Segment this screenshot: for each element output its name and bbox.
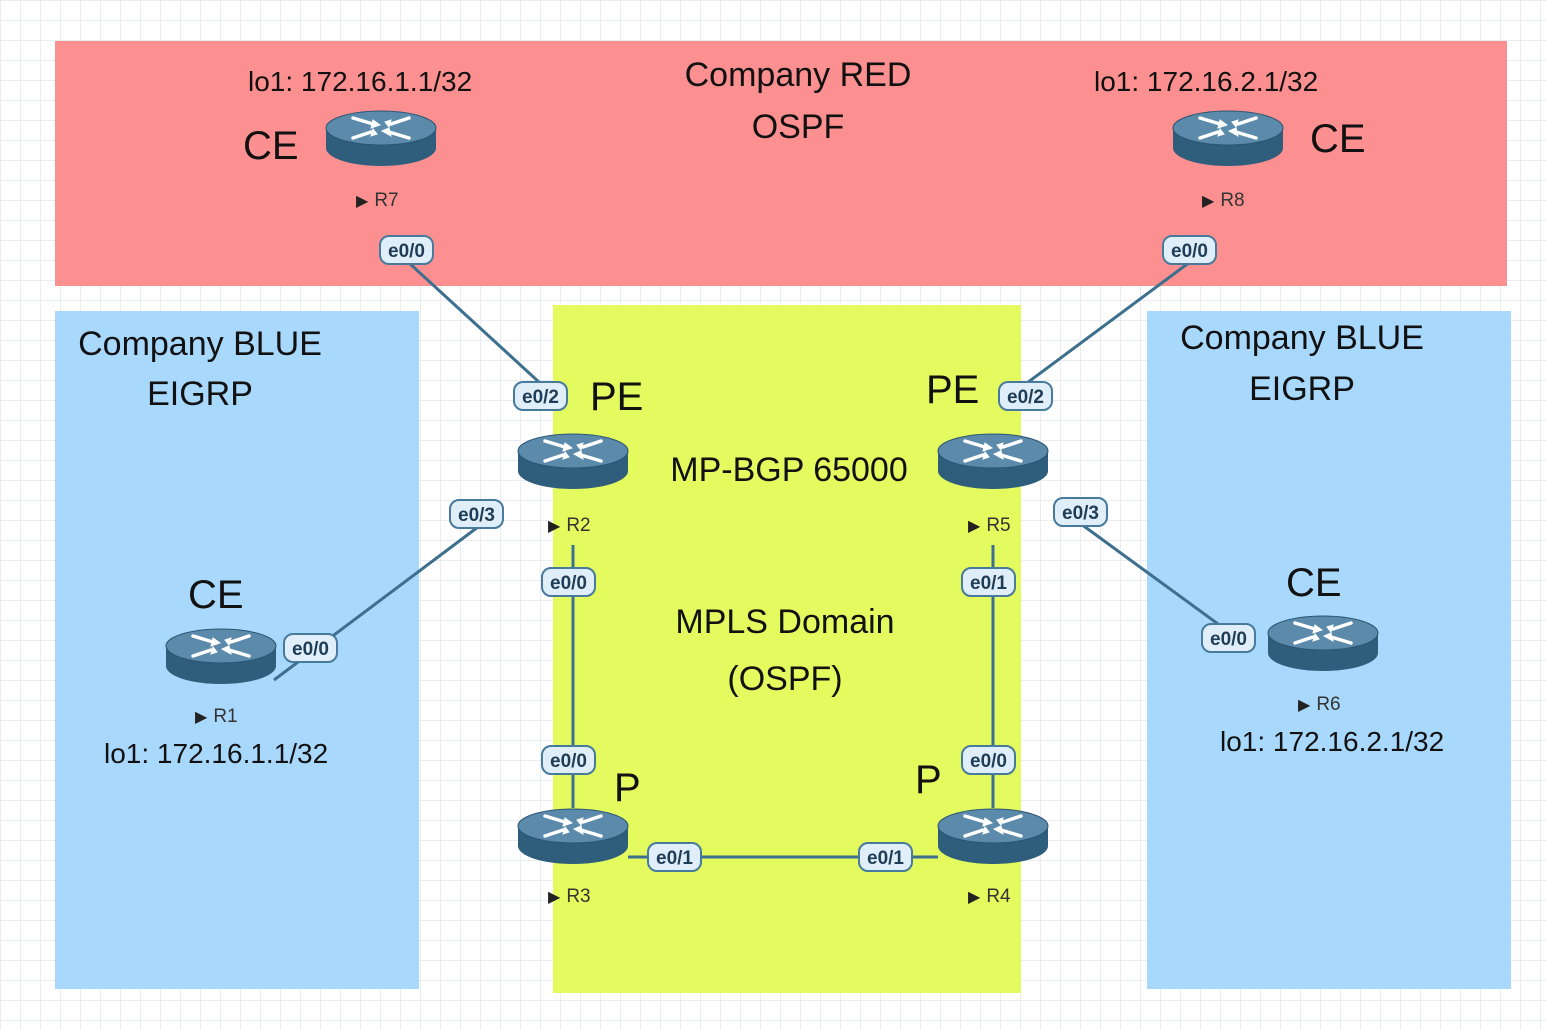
router-r1[interactable] bbox=[165, 628, 277, 686]
link-r5-r6 bbox=[1080, 522, 1241, 642]
router-icon bbox=[325, 110, 437, 166]
port-r4-e00: e0/0 bbox=[961, 745, 1016, 775]
loopback-r7: lo1: 172.16.1.1/32 bbox=[248, 66, 473, 97]
router-icon bbox=[937, 433, 1049, 489]
router-icon bbox=[1172, 110, 1284, 166]
port-r3-e01: e0/1 bbox=[647, 842, 702, 872]
play-triangle-icon: ▶ bbox=[548, 518, 561, 535]
port-r5-e01: e0/1 bbox=[961, 567, 1016, 597]
zone-mpls-domain bbox=[553, 305, 1021, 993]
play-triangle-icon: ▶ bbox=[548, 889, 561, 906]
role-label-r4: P bbox=[915, 758, 942, 802]
router-name-r7: ▶R7 bbox=[356, 190, 399, 211]
port-r2-e03: e0/3 bbox=[449, 499, 504, 529]
router-icon bbox=[517, 808, 629, 864]
play-triangle-icon: ▶ bbox=[968, 889, 981, 906]
play-triangle-icon: ▶ bbox=[1298, 697, 1311, 714]
role-label-r2: PE bbox=[590, 375, 644, 419]
router-r5[interactable] bbox=[937, 433, 1049, 491]
loopback-r6: lo1: 172.16.2.1/32 bbox=[1220, 726, 1445, 757]
role-label-r5: PE bbox=[926, 368, 980, 412]
router-name-r2: ▶R2 bbox=[548, 515, 591, 536]
role-label-r1: CE bbox=[188, 573, 244, 617]
port-r5-e02: e0/2 bbox=[998, 381, 1053, 411]
router-r6[interactable] bbox=[1267, 615, 1379, 673]
router-r4[interactable] bbox=[937, 808, 1049, 866]
port-r2-e02: e0/2 bbox=[513, 381, 568, 411]
router-icon bbox=[1267, 615, 1379, 671]
router-name-r8: ▶R8 bbox=[1202, 190, 1245, 211]
router-icon bbox=[165, 628, 277, 684]
blue-left-protocol: EIGRP bbox=[147, 375, 253, 413]
port-r8-e00: e0/0 bbox=[1162, 235, 1217, 265]
router-name-r6: ▶R6 bbox=[1298, 694, 1341, 715]
port-r7-e00: e0/0 bbox=[379, 235, 434, 265]
router-icon bbox=[517, 433, 629, 489]
play-triangle-icon: ▶ bbox=[356, 193, 369, 210]
router-name-r4: ▶R4 bbox=[968, 886, 1011, 907]
red-zone-protocol: OSPF bbox=[751, 108, 845, 146]
link-r8-r5 bbox=[1026, 260, 1191, 385]
role-label-r8: CE bbox=[1310, 117, 1366, 161]
blue-right-title: Company BLUE bbox=[1180, 319, 1424, 357]
blue-left-title: Company BLUE bbox=[78, 325, 322, 363]
router-r7[interactable] bbox=[325, 110, 437, 168]
router-icon bbox=[937, 808, 1049, 864]
loopback-r1: lo1: 172.16.1.1/32 bbox=[104, 738, 329, 769]
loopback-r8: lo1: 172.16.2.1/32 bbox=[1094, 66, 1319, 97]
port-r3-e00: e0/0 bbox=[541, 745, 596, 775]
mp-bgp-label: MP-BGP 65000 bbox=[670, 451, 908, 489]
router-name-r5: ▶R5 bbox=[968, 515, 1011, 536]
port-r4-e01: e0/1 bbox=[858, 842, 913, 872]
role-label-r7: CE bbox=[243, 124, 299, 168]
router-r8[interactable] bbox=[1172, 110, 1284, 168]
blue-right-protocol: EIGRP bbox=[1249, 370, 1355, 408]
zone-company-red bbox=[55, 41, 1507, 286]
port-r6-e00: e0/0 bbox=[1201, 623, 1256, 653]
router-name-r1: ▶R1 bbox=[195, 706, 238, 727]
router-name-r3: ▶R3 bbox=[548, 886, 591, 907]
router-r2[interactable] bbox=[517, 433, 629, 491]
port-r5-e03: e0/3 bbox=[1053, 497, 1108, 527]
port-r1-e00: e0/0 bbox=[283, 633, 338, 663]
port-r2-e00: e0/0 bbox=[541, 567, 596, 597]
role-label-r6: CE bbox=[1286, 561, 1342, 605]
router-r3[interactable] bbox=[517, 808, 629, 866]
mpls-domain-label: MPLS Domain bbox=[675, 603, 895, 641]
play-triangle-icon: ▶ bbox=[968, 518, 981, 535]
mpls-igp-label: (OSPF) bbox=[727, 660, 843, 698]
link-r7-r2 bbox=[406, 260, 542, 385]
role-label-r3: P bbox=[614, 766, 641, 810]
play-triangle-icon: ▶ bbox=[1202, 193, 1215, 210]
red-zone-title: Company RED bbox=[684, 56, 912, 94]
play-triangle-icon: ▶ bbox=[195, 709, 208, 726]
